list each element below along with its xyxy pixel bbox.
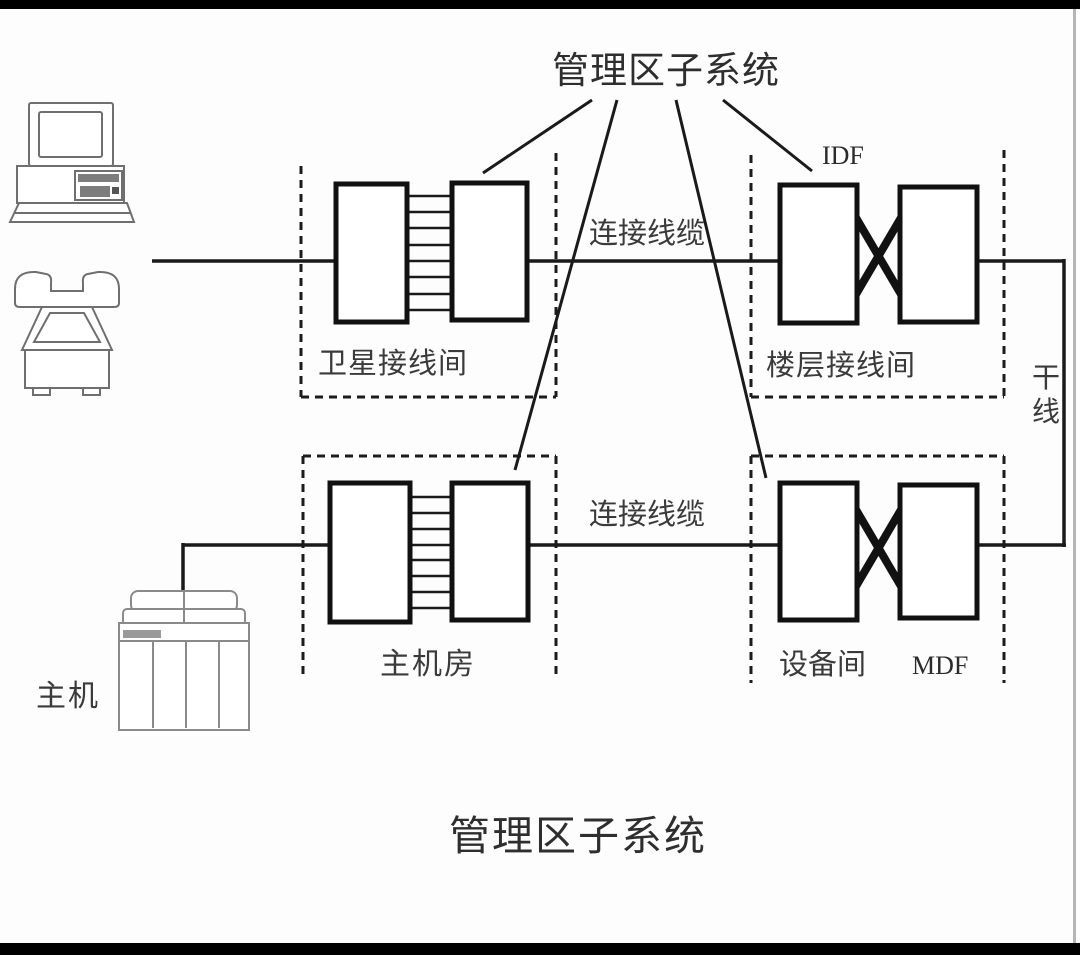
- satellite-left-block: [333, 181, 410, 325]
- trunk-char-2: 线: [1032, 396, 1061, 428]
- zone-dashed-borders: [299, 150, 1006, 683]
- bottom-frame-bar: [0, 943, 1080, 955]
- frame-blocks: [327, 180, 980, 625]
- telephone-icon: [14, 270, 120, 396]
- equipment-room-label: 设备间: [779, 649, 867, 681]
- crossover-x-idf: [851, 213, 906, 299]
- mdf-right-block: [897, 482, 980, 621]
- idf-left-block: [777, 182, 860, 326]
- top-frame-bar: [0, 0, 1080, 9]
- idf-right-block: [897, 184, 980, 325]
- patch-lines-host-room: [408, 495, 454, 610]
- floor-room-label: 楼层接线间: [766, 350, 917, 382]
- diagram-title: 管理区子系统: [552, 51, 780, 92]
- idf-label: IDF: [822, 141, 864, 170]
- title-callout-lines: [482, 98, 813, 479]
- patch-lines-satellite: [405, 194, 454, 312]
- desktop-computer-icon: [8, 102, 136, 223]
- mdf-left-block: [777, 480, 860, 623]
- host-room-right-block: [449, 480, 531, 623]
- cable-label-bottom: 连接线缆: [589, 499, 706, 531]
- connection-cables: [152, 259, 1066, 593]
- cable-label-top: 连接线缆: [589, 218, 706, 250]
- trunk-char-1: 干: [1032, 363, 1061, 394]
- mdf-label: MDF: [912, 651, 969, 680]
- host-room-label: 主机房: [380, 648, 476, 681]
- diagram-caption: 管理区子系统: [449, 813, 707, 859]
- satellite-room-label: 卫星接线间: [318, 348, 469, 380]
- host-label: 主机: [36, 680, 100, 713]
- trunk-line-label: 干 线: [1032, 363, 1061, 429]
- satellite-right-block: [449, 180, 530, 323]
- crossover-x-mdf: [851, 505, 906, 591]
- mainframe-icon: [118, 590, 250, 731]
- host-room-left-block: [327, 480, 413, 625]
- right-edge-line: [1073, 9, 1076, 943]
